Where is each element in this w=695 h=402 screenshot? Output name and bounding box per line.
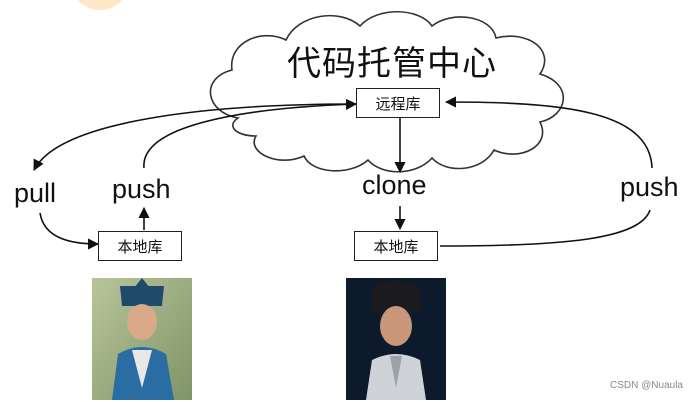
- push-label-right: push: [620, 172, 679, 202]
- csdn-watermark: CSDN @Nuaula: [610, 380, 683, 391]
- local-repo-box-left: 本地库: [98, 231, 182, 261]
- corner-circle-decoration: [77, 0, 123, 10]
- local-repo-box-right: 本地库: [354, 231, 438, 261]
- push-label-left: push: [112, 174, 171, 204]
- pull-arrow-to-local-left: [39, 212, 100, 250]
- push-right-to-remote-arrow: [444, 96, 653, 169]
- cloud-title: 代码托管中心: [287, 44, 497, 84]
- push-left-arrow-to-remote: [143, 98, 358, 169]
- right-person-photo: [346, 278, 446, 400]
- left-person-photo: [92, 278, 192, 400]
- pull-arrow-to-left: [33, 103, 357, 171]
- pull-label: pull: [14, 178, 57, 208]
- remote-repo-box: 远程库: [356, 88, 440, 118]
- local-right-to-push-arrow: [439, 209, 651, 247]
- clone-label: clone: [362, 170, 427, 200]
